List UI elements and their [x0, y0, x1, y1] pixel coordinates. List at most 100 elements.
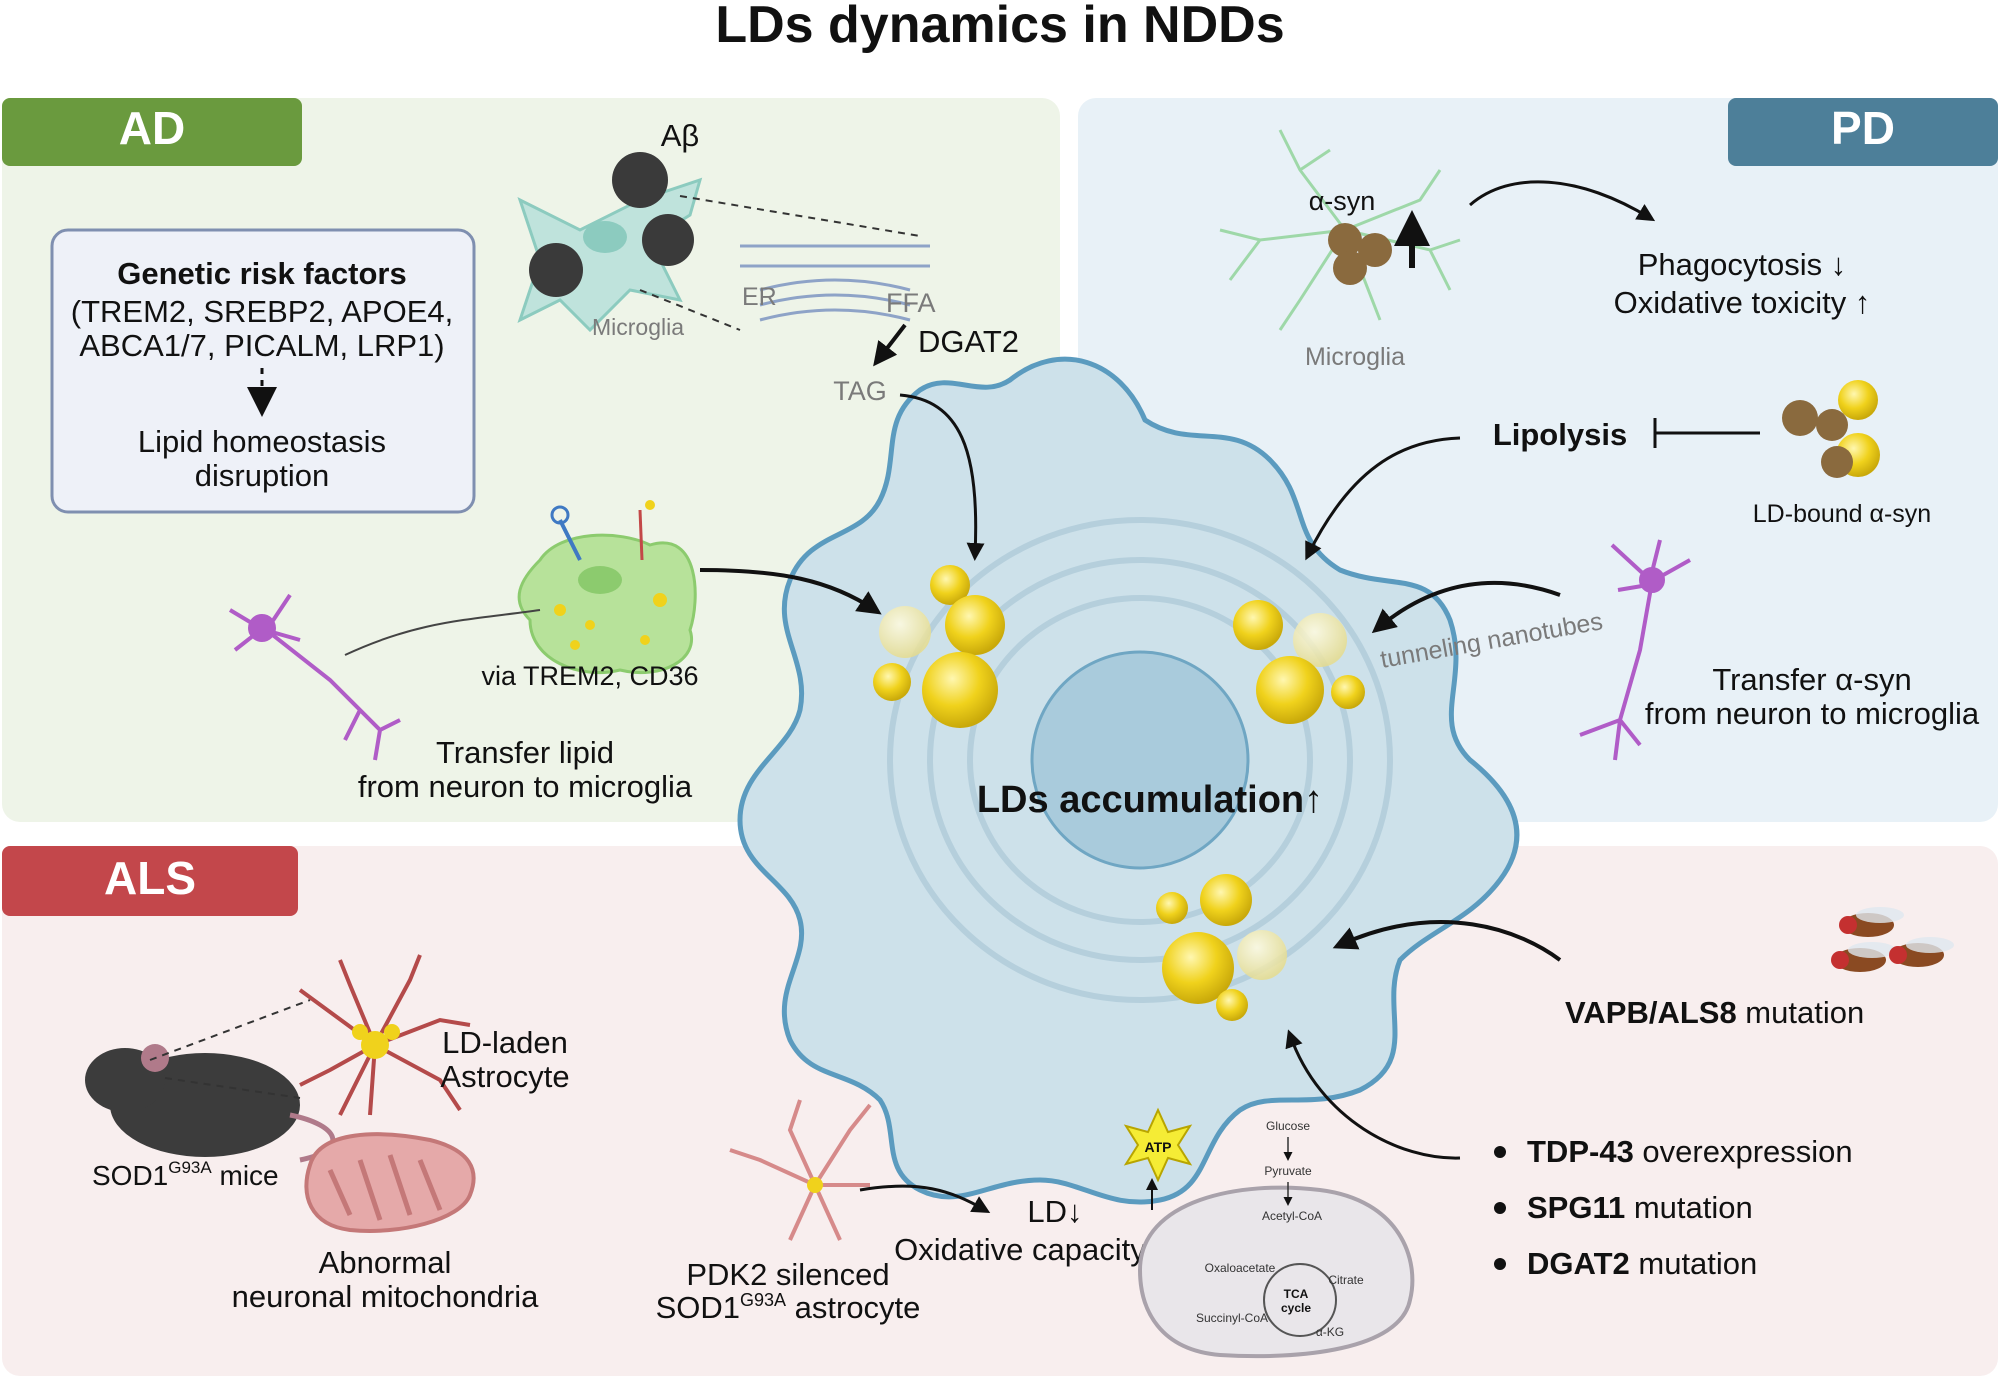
lipid-droplet — [945, 595, 1005, 655]
amyloid-plaque — [612, 152, 668, 208]
oxaloacetate-label: Oxaloacetate — [1205, 1261, 1276, 1275]
als-tag — [2, 846, 298, 916]
lipid-microglia-icon — [517, 500, 697, 675]
bullet-item: DGAT2 mutation — [1527, 1246, 1757, 1281]
ad-microglia-label: Microglia — [592, 314, 684, 340]
amyloid-plaque — [642, 214, 694, 266]
pd-microglia-label: Microglia — [1305, 343, 1405, 371]
pd-transfer-line2: from neuron to microglia — [1645, 696, 1980, 731]
alpha-syn-label: α-syn — [1309, 186, 1376, 216]
genetic-title: Genetic risk factors — [117, 256, 406, 291]
er-membrane-icon — [740, 244, 930, 322]
als-tag-label: ALS — [104, 852, 196, 904]
tca-label-1: TCA — [1284, 1287, 1309, 1301]
lipid-droplets-left — [873, 565, 1005, 728]
dgat2-label: DGAT2 — [918, 324, 1019, 359]
lipid-droplet — [930, 565, 970, 605]
pdk2-arrow — [859, 1184, 991, 1213]
abnormal-mitochondria-icon — [304, 1132, 476, 1233]
lipid-droplet — [1256, 656, 1324, 724]
ld-laden-line2: Astrocyte — [440, 1059, 569, 1094]
lipid-droplets-bottom — [1156, 874, 1287, 1021]
sod-mice-label: SOD1G93A mice — [92, 1158, 279, 1191]
zoom-line — [164, 1077, 301, 1099]
bullet-item: SPG11 mutation — [1527, 1190, 1753, 1225]
ad-microglia-icon — [517, 152, 703, 333]
lipolysis-arrow — [1305, 436, 1461, 561]
tca-cycle-ring — [1263, 1263, 1337, 1337]
ld-laden-astrocyte-icon — [298, 954, 471, 1116]
lipid-droplet — [1216, 989, 1248, 1021]
lipid-droplet — [879, 606, 931, 658]
lipid-droplet — [1237, 930, 1287, 980]
dgat2-arrow — [873, 323, 907, 367]
pd-transfer-line1: Transfer α-syn — [1712, 662, 1911, 697]
center-label: LDs accumulation↑ — [977, 779, 1323, 821]
neuron-link-line — [344, 609, 541, 656]
er-rings — [887, 517, 1393, 1003]
ld-bound-label: LD-bound α-syn — [1753, 500, 1931, 528]
bullet-dot — [1494, 1258, 1506, 1270]
ad-transfer-line2: from neuron to microglia — [358, 769, 693, 804]
lipid-droplet — [922, 652, 998, 728]
lipid-disruption-line2: disruption — [195, 458, 329, 493]
fly-icons — [1831, 907, 1954, 972]
ad-transfer-line1: Transfer lipid — [436, 735, 614, 770]
pd-tag — [1728, 98, 1998, 166]
ad-tag-label: AD — [119, 102, 185, 154]
lipid-droplet — [1293, 613, 1347, 667]
amyloid-plaque — [529, 243, 583, 297]
tnt-arrow — [1371, 580, 1561, 634]
alpha-syn-aggregates — [1328, 223, 1392, 285]
tca-label-2: cycle — [1281, 1301, 1311, 1315]
citrate-label: Citrate — [1328, 1273, 1364, 1287]
vapb-label: VAPB/ALS8 mutation — [1565, 995, 1864, 1030]
via-trem2-label: via TREM2, CD36 — [481, 661, 698, 691]
lipid-droplet — [1156, 892, 1188, 924]
pd-neuron-icon — [1579, 539, 1691, 761]
als-bullet-list: TDP-43 overexpression SPG11 mutation DGA… — [1494, 1134, 1853, 1281]
ld-in-astrocyte — [352, 1024, 368, 1040]
bullet-dot — [1494, 1202, 1506, 1214]
glucose-label: Glucose — [1266, 1119, 1310, 1133]
ld-in-astrocyte — [807, 1177, 823, 1193]
atp-label: ATP — [1145, 1139, 1172, 1155]
ffa-label: FFA — [886, 288, 936, 318]
abeta-label: Aβ — [661, 118, 700, 153]
zoom-line — [149, 999, 311, 1061]
ld-in-astrocyte — [361, 1031, 389, 1059]
ld-bound-alpha-syn-icon — [1782, 380, 1880, 478]
lipid-droplet — [873, 663, 911, 701]
bullets-arrow — [1285, 1029, 1461, 1160]
pdk2-astrocyte-icon — [729, 1099, 872, 1241]
oxidative-toxicity-label: Oxidative toxicity ↑ — [1614, 285, 1871, 320]
succinyl-coa-label: Succinyl-CoA — [1196, 1311, 1268, 1325]
pdk2-line1: PDK2 silenced — [686, 1257, 889, 1292]
pd-tag-label: PD — [1831, 102, 1895, 154]
lipid-droplet — [1162, 932, 1234, 1004]
ad-tag — [2, 98, 302, 166]
abnormal-line1: Abnormal — [319, 1245, 452, 1280]
atp-burst-icon — [1123, 1107, 1193, 1183]
bullet-dot — [1494, 1146, 1506, 1158]
er-label: ER — [742, 283, 777, 311]
tag-label: TAG — [833, 376, 887, 406]
genetic-line1: (TREM2, SREBP2, APOE4, — [71, 294, 453, 329]
phagocytosis-label: Phagocytosis ↓ — [1638, 247, 1847, 282]
genetic-line2: ABCA1/7, PICALM, LRP1) — [79, 328, 444, 363]
lipid-disruption-line1: Lipid homeostasis — [138, 424, 386, 459]
lipid-droplet — [1331, 675, 1365, 709]
abnormal-line2: neuronal mitochondria — [232, 1279, 540, 1314]
ld-laden-line1: LD-laden — [442, 1025, 568, 1060]
ld-in-astrocyte — [384, 1024, 400, 1040]
phago-arrow — [1469, 180, 1656, 222]
bullet-item: TDP-43 overexpression — [1527, 1134, 1853, 1169]
pyruvate-label: Pyruvate — [1264, 1164, 1312, 1178]
figure-title: LDs dynamics in NDDs — [715, 0, 1284, 54]
vapb-arrow — [1332, 920, 1562, 962]
mitochondrion-tca-icon — [1137, 1185, 1415, 1359]
lipid-droplets-right — [1233, 600, 1365, 724]
pdk2-line2: SOD1G93A astrocyte — [656, 1290, 921, 1325]
